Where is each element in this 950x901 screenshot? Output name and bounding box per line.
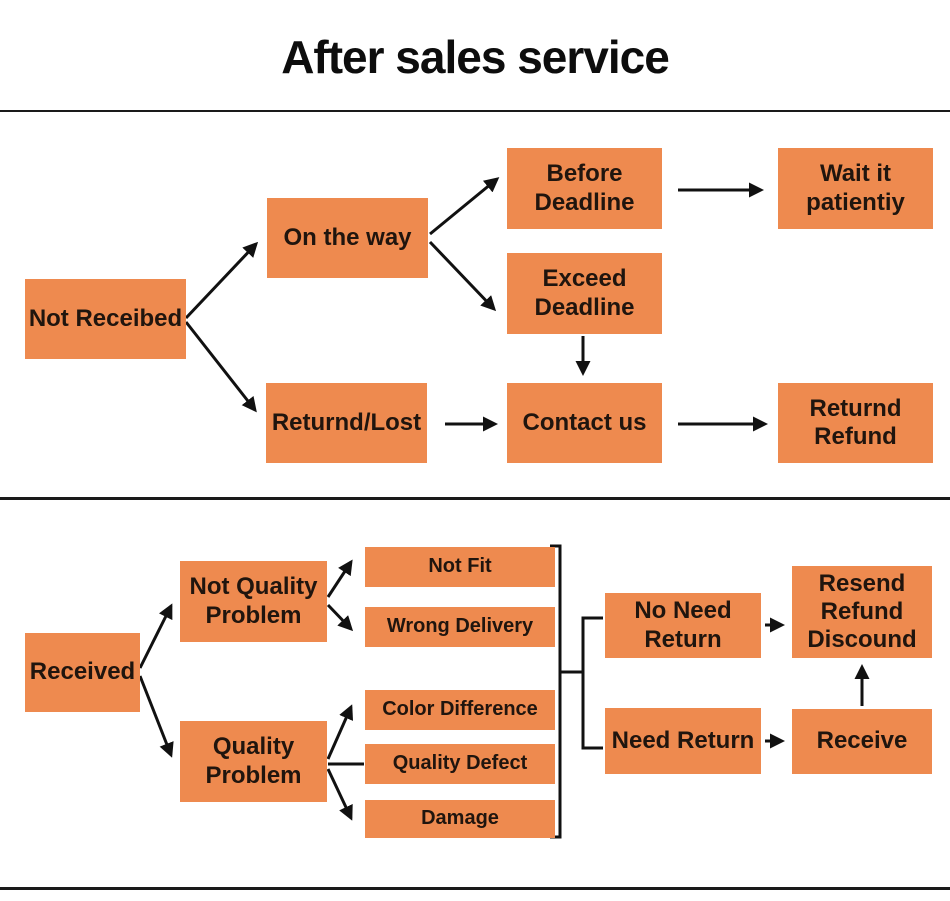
node-not-received: Not Receibed xyxy=(25,279,186,359)
node-resend-refund-discound: Resend Refund Discound xyxy=(792,566,932,658)
node-damage: Damage xyxy=(365,800,555,838)
bracket-return-split xyxy=(581,616,603,750)
arrow-received-notqualityproblem xyxy=(138,603,173,669)
node-before-deadline: Before Deadline xyxy=(507,148,662,229)
separator-middle xyxy=(0,497,950,500)
arrow-received-qualityproblem xyxy=(138,675,174,758)
node-received: Received xyxy=(25,633,140,712)
node-quality-problem: Quality Problem xyxy=(180,721,327,802)
node-returnd-lost: Returnd/Lost xyxy=(266,383,427,463)
node-contact-us: Contact us xyxy=(507,383,662,463)
node-color-difference: Color Difference xyxy=(365,690,555,730)
node-on-the-way: On the way xyxy=(267,198,428,278)
node-quality-defect: Quality Defect xyxy=(365,744,555,784)
arrow-notreceived-returndlost xyxy=(184,321,257,413)
arrow-notreceived-ontheway xyxy=(184,241,259,320)
node-wait-it-patiently: Wait it patientiy xyxy=(778,148,933,229)
arrow-nqp-notfit xyxy=(326,559,353,598)
page-title: After sales service xyxy=(281,31,670,83)
node-receive: Receive xyxy=(792,709,932,774)
arrow-nqp-wrongdelivery xyxy=(326,603,354,632)
node-wrong-delivery: Wrong Delivery xyxy=(365,607,555,647)
node-not-fit: Not Fit xyxy=(365,547,555,587)
separator-top xyxy=(0,110,950,112)
arrow-qp-colordifference xyxy=(326,704,354,760)
arrow-ontheway-beforedeadline xyxy=(429,177,500,236)
separator-bottom xyxy=(0,887,950,890)
node-not-quality-problem: Not Quality Problem xyxy=(180,561,327,642)
node-no-need-return: No Need Return xyxy=(605,593,761,658)
node-exceed-deadline: Exceed Deadline xyxy=(507,253,662,334)
node-need-return: Need Return xyxy=(605,708,761,774)
node-returnd-refund: Returnd Refund xyxy=(778,383,933,463)
arrow-ontheway-exceeddeadline xyxy=(428,240,497,312)
arrow-qp-damage xyxy=(326,768,353,821)
